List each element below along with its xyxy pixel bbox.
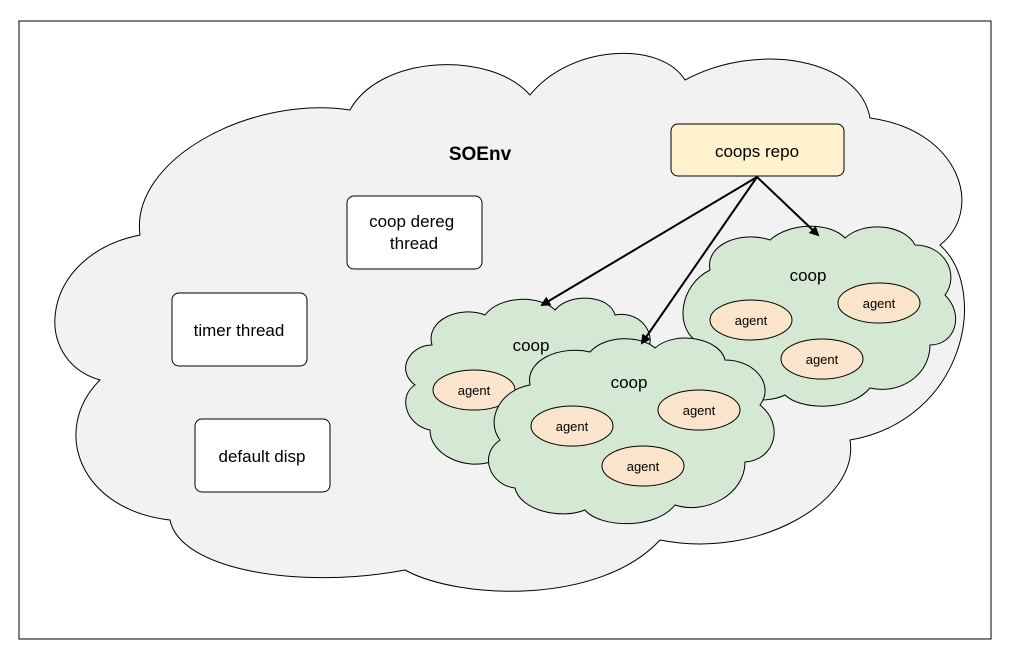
coop-a-label: coop (513, 336, 550, 355)
coop-dereg-line1: coop dereg (369, 212, 454, 231)
coop-c-agent-2 (837, 282, 921, 324)
coop-dereg-thread-box (346, 195, 483, 270)
default-disp-box (194, 418, 331, 493)
timer-thread-box (171, 292, 308, 367)
coop-b-agent-1 (530, 405, 614, 447)
coops-repo-label: coops repo (715, 142, 799, 161)
coop-b-label: coop (611, 373, 648, 392)
coop-dereg-thread-label: coop dereg thread (369, 212, 459, 253)
arrow-repo-to-coop-a (540, 176, 758, 307)
coop-b-agent-2 (657, 389, 741, 431)
coop-b-agent-3-label: agent (627, 459, 660, 474)
coops-repo-box (670, 123, 845, 177)
coop-c-label: coop (790, 266, 827, 285)
coop-c-agent-2-label: agent (863, 296, 896, 311)
coop-dereg-line2: thread (390, 234, 438, 253)
coop-c-agent-1 (709, 299, 793, 341)
arrow-repo-to-coop-b (640, 176, 758, 345)
coop-c-agent-3 (780, 338, 864, 380)
default-disp-label: default disp (219, 447, 306, 466)
coop-c-agent-3-label: agent (806, 352, 839, 367)
coop-c-agent-1-label: agent (735, 313, 768, 328)
coop-a-agent-1-label: agent (458, 383, 491, 398)
arrow-repo-to-coop-c (756, 176, 820, 237)
coop-b-agent-3 (601, 445, 685, 487)
coop-b-agent-2-label: agent (683, 403, 716, 418)
soenv-title: SOEnv (449, 144, 512, 165)
coop-b-agent-1-label: agent (556, 419, 589, 434)
timer-thread-label: timer thread (194, 321, 285, 340)
